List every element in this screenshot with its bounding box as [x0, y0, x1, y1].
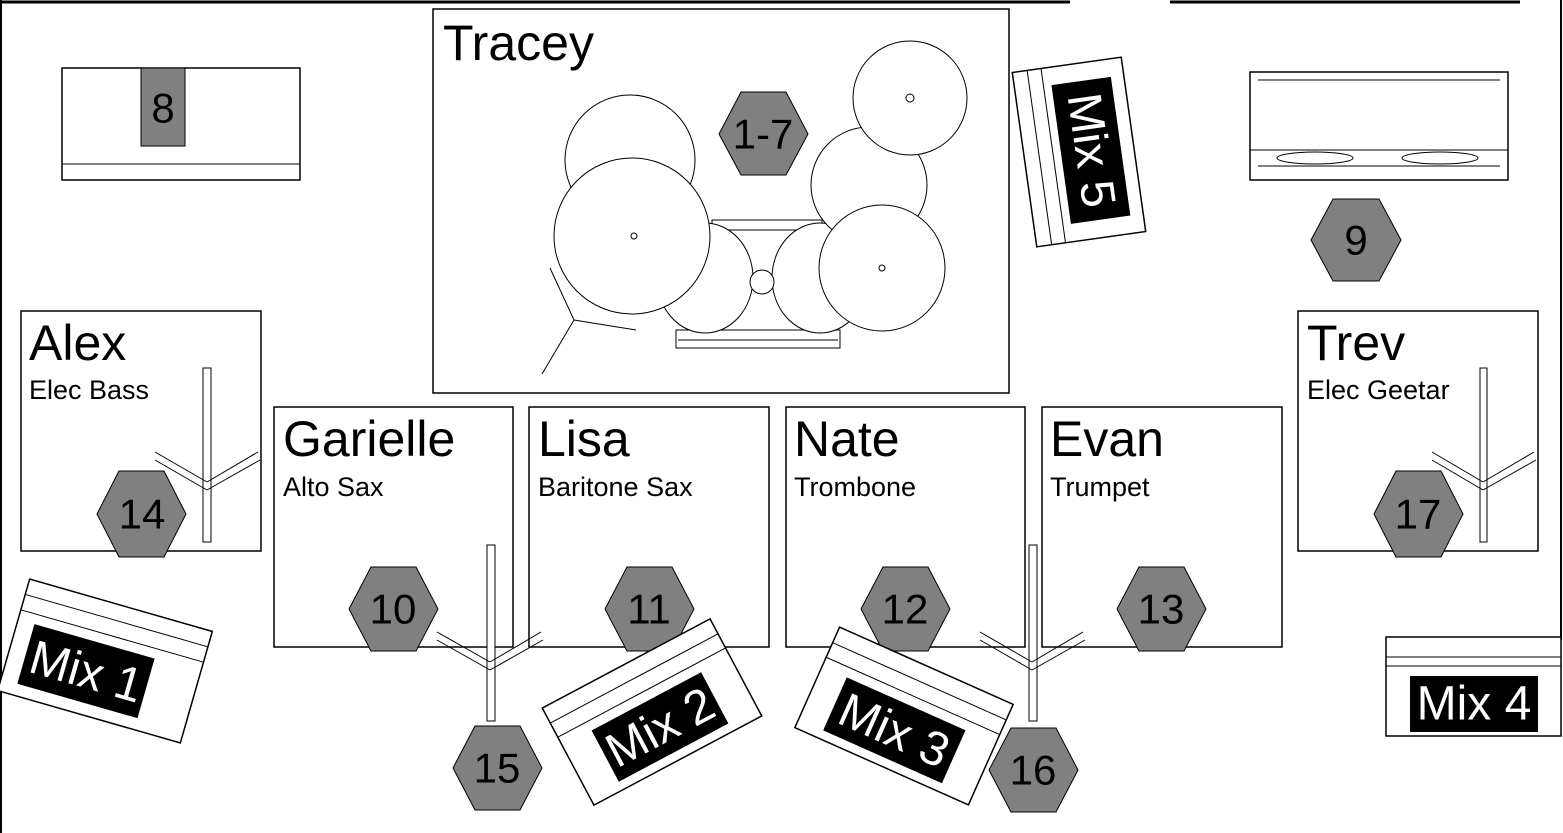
input-15-label: 15	[474, 745, 521, 792]
monitor-mix-3: Mix 3	[793, 626, 1015, 806]
musician-name: Trev	[1307, 315, 1405, 371]
input-9-label: 9	[1344, 217, 1367, 264]
musician-box-alex: Alex Elec Bass 14	[20, 310, 262, 558]
monitor-mix-1: Mix 1	[0, 578, 214, 744]
input-12-marker: 12	[860, 566, 951, 652]
drum-kit-drawing	[541, 40, 968, 375]
musician-name: Evan	[1050, 411, 1164, 467]
musician-box-trev: Trev Elec Geetar 17	[1297, 310, 1539, 558]
input-14-marker: 14	[96, 470, 187, 558]
input-10-label: 10	[370, 586, 417, 633]
drummer-name: Tracey	[443, 15, 594, 71]
input-13-label: 13	[1138, 586, 1185, 633]
input-9-marker: 9	[1310, 198, 1402, 282]
monitor-label: Mix 4	[1417, 678, 1532, 731]
musician-box-nate: Nate Trombone 12	[785, 406, 1026, 652]
input-1-7-label: 1-7	[733, 111, 794, 158]
input-16-marker: 16	[988, 727, 1079, 813]
keyboard-unit: 8	[61, 67, 301, 181]
musician-instrument: Trumpet	[1050, 472, 1150, 502]
input-16-label: 16	[1010, 747, 1057, 794]
input-10-marker: 10	[348, 566, 439, 652]
musician-instrument: Alto Sax	[283, 472, 384, 502]
input-17-marker: 17	[1373, 470, 1464, 558]
input-1-7-marker: 1-7	[718, 91, 809, 176]
input-11-marker: 11	[604, 566, 695, 652]
guitar-amp: 9	[1249, 71, 1509, 282]
mic-stand-icon	[436, 544, 544, 722]
musician-name: Garielle	[283, 411, 455, 467]
monitor-mix-4: Mix 4	[1385, 636, 1562, 737]
musician-box-garielle: Garielle Alto Sax 10	[273, 406, 514, 652]
musician-instrument: Baritone Sax	[538, 472, 693, 502]
musician-instrument: Elec Geetar	[1307, 375, 1450, 405]
drum-riser: Tracey 1-7	[432, 8, 1010, 394]
input-14-label: 14	[119, 491, 166, 538]
mic-stand-icon	[154, 367, 261, 543]
mic-stand-icon	[1431, 367, 1537, 543]
input-15-marker: 15	[452, 725, 543, 811]
monitor-mix-5: Mix 5	[1011, 56, 1147, 248]
input-11-label: 11	[627, 586, 671, 633]
input-17-label: 17	[1395, 491, 1442, 538]
input-13-marker: 13	[1116, 566, 1207, 652]
musician-box-lisa: Lisa Baritone Sax 11	[528, 406, 770, 652]
mic-stand-icon	[979, 544, 1086, 722]
musician-box-evan: Evan Trumpet 13	[1041, 406, 1283, 652]
input-8-label: 8	[151, 85, 174, 132]
input-12-label: 12	[882, 586, 929, 633]
musician-name: Lisa	[538, 411, 630, 467]
musician-name: Nate	[794, 411, 900, 467]
musician-instrument: Elec Bass	[29, 375, 149, 405]
musician-instrument: Trombone	[794, 472, 916, 502]
musician-name: Alex	[29, 315, 126, 371]
